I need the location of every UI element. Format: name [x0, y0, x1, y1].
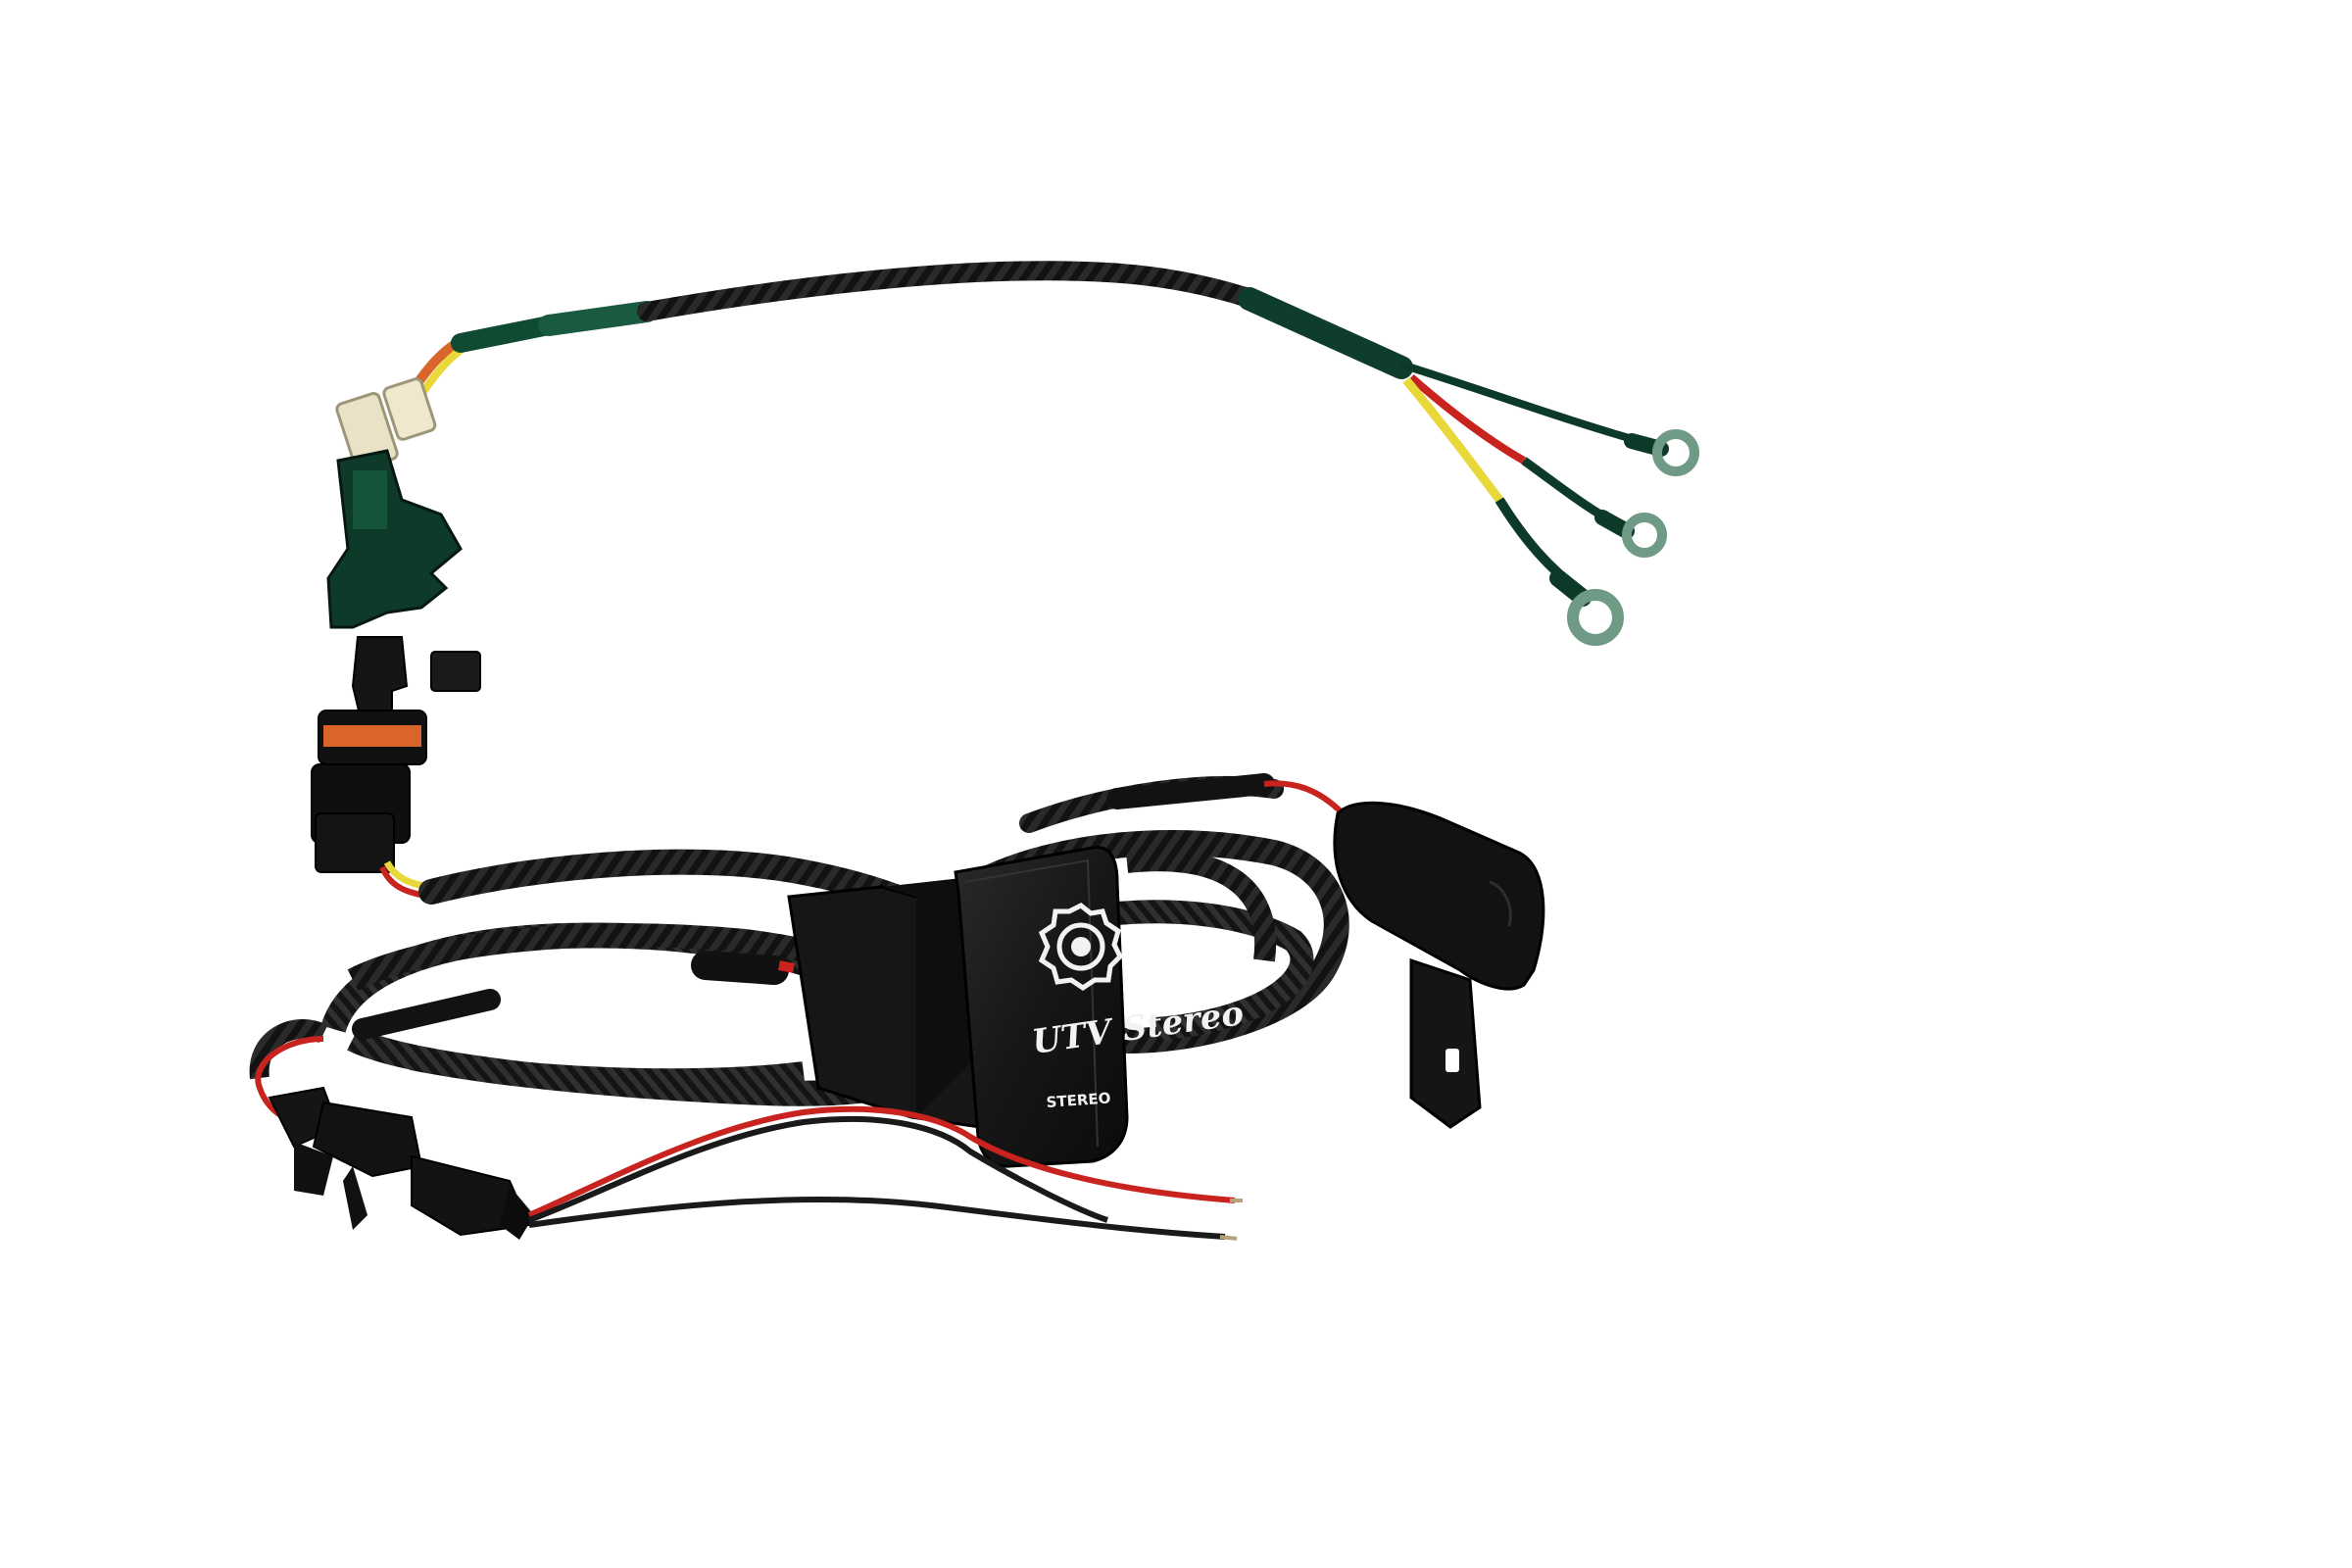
ring-terminal-bottom	[1549, 569, 1624, 646]
sealed-connector-upper	[311, 636, 481, 900]
switch-label: STEREO	[1046, 1089, 1111, 1111]
rocker-switch: UTV Stereo STEREO	[787, 846, 1246, 1168]
weatherproof-connector	[1333, 801, 1545, 1129]
fuse-holder	[326, 377, 463, 629]
ring-terminal-leads	[1399, 361, 1699, 646]
lower-connector-and-pigtail	[255, 1036, 1243, 1241]
ring-terminal-top	[1624, 429, 1699, 476]
speaker-icon	[1038, 903, 1124, 992]
ring-terminal-middle	[1594, 510, 1667, 558]
upper-green-lead	[407, 261, 1413, 405]
